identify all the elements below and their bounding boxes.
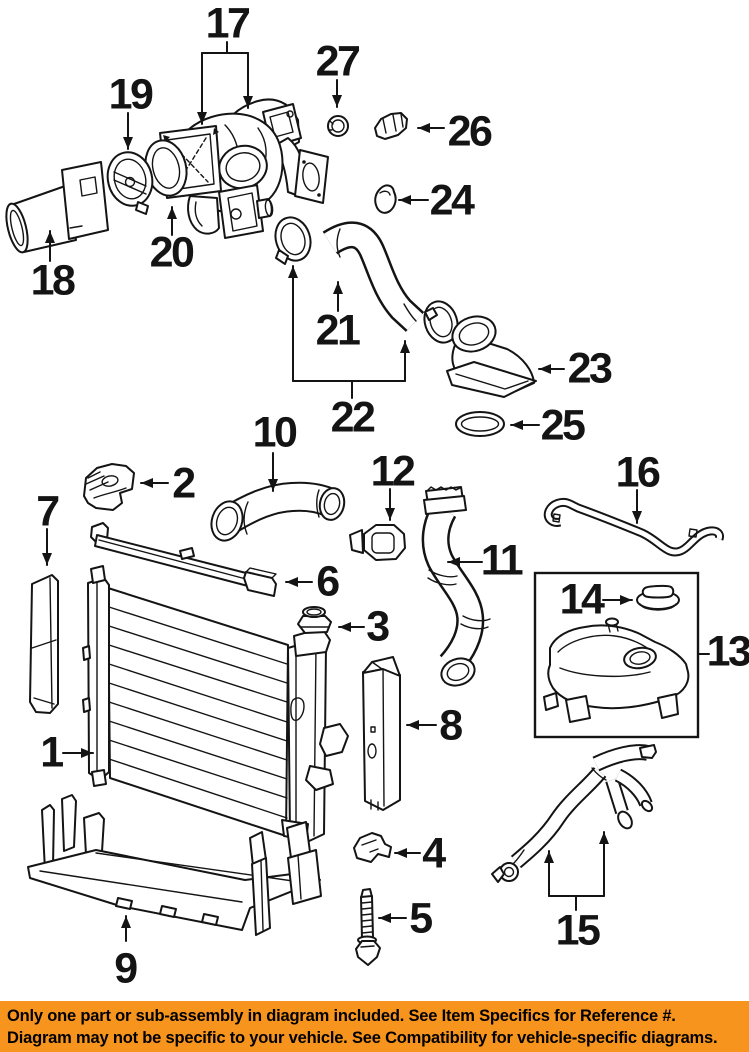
- part-22-hose-clamp-2-drawing: [423, 300, 459, 344]
- part-14-reservoir-cap-drawing: [636, 584, 680, 611]
- part-3-radiator-cap-drawing: [297, 606, 332, 634]
- callout-17: 17: [205, 0, 251, 48]
- callout-24: 24: [429, 176, 475, 225]
- disclaimer-line-1: Only one part or sub-assembly in diagram…: [7, 1007, 676, 1025]
- callout-16: 16: [615, 448, 661, 497]
- part-17-thermostat-housing-drawing: [159, 98, 329, 239]
- callout-6: 6: [316, 557, 340, 606]
- callout-22: 22: [330, 393, 376, 442]
- part-10-upper-hose-drawing: [210, 481, 346, 542]
- callout-20: 20: [149, 228, 195, 277]
- part-25-oval-gasket-drawing: [455, 411, 505, 437]
- part-19-thermostat-drawing: [106, 151, 154, 215]
- part-9-lower-deflector-drawing: [27, 794, 322, 936]
- callout-2: 2: [172, 459, 196, 508]
- leader-lines: [42, 41, 710, 942]
- part-2-upper-bracket-drawing: [83, 463, 135, 511]
- part-11-lower-hose-drawing: [421, 486, 491, 687]
- callout-1: 1: [40, 728, 64, 777]
- callout-12: 12: [370, 447, 416, 496]
- callout-26: 26: [447, 107, 493, 156]
- part-5-drain-plug-drawing: [355, 888, 381, 966]
- part-15-hose-assembly-drawing: [491, 744, 657, 883]
- callout-3: 3: [366, 602, 390, 651]
- part-12-connector-drawing: [349, 524, 406, 561]
- part-23-water-outlet-drawing: [446, 315, 537, 398]
- callout-8: 8: [439, 701, 463, 750]
- part-24-small-seal-drawing: [374, 184, 397, 214]
- part-7-left-deflector-drawing: [29, 574, 59, 714]
- disclaimer-line-2: Diagram may not be specific to your vehi…: [7, 1029, 718, 1047]
- callout-23: 23: [567, 344, 613, 393]
- disclaimer-banner: Only one part or sub-assembly in diagram…: [0, 1001, 749, 1052]
- part-13-reservoir-box-drawing: [533, 571, 700, 739]
- callout-25: 25: [540, 401, 586, 450]
- part-16-overflow-hose-drawing: [543, 497, 724, 557]
- part-26-sensor-drawing: [374, 112, 408, 140]
- part-18-inlet-pipe-drawing: [5, 161, 109, 254]
- callout-5: 5: [409, 894, 433, 943]
- callout-11: 11: [480, 536, 524, 585]
- callout-18: 18: [30, 256, 76, 305]
- part-6-support-bar-drawing: [90, 522, 277, 597]
- part-8-right-baffle-drawing: [362, 656, 401, 811]
- callout-14: 14: [559, 575, 605, 624]
- callout-4: 4: [422, 829, 446, 878]
- callout-27: 27: [315, 37, 361, 86]
- callout-7: 7: [36, 487, 60, 536]
- callout-9: 9: [114, 944, 138, 993]
- callout-10: 10: [252, 408, 298, 457]
- callout-19: 19: [108, 70, 154, 119]
- callout-21: 21: [315, 306, 361, 355]
- callout-15: 15: [555, 906, 601, 955]
- part-22-hose-clamp-1-drawing: [274, 216, 312, 265]
- callout-13: 13: [706, 627, 749, 676]
- part-4-lower-clip-drawing: [353, 832, 392, 863]
- part-27-plug-ring-drawing: [327, 115, 349, 137]
- part-21-hose-elbow-drawing: [322, 221, 425, 332]
